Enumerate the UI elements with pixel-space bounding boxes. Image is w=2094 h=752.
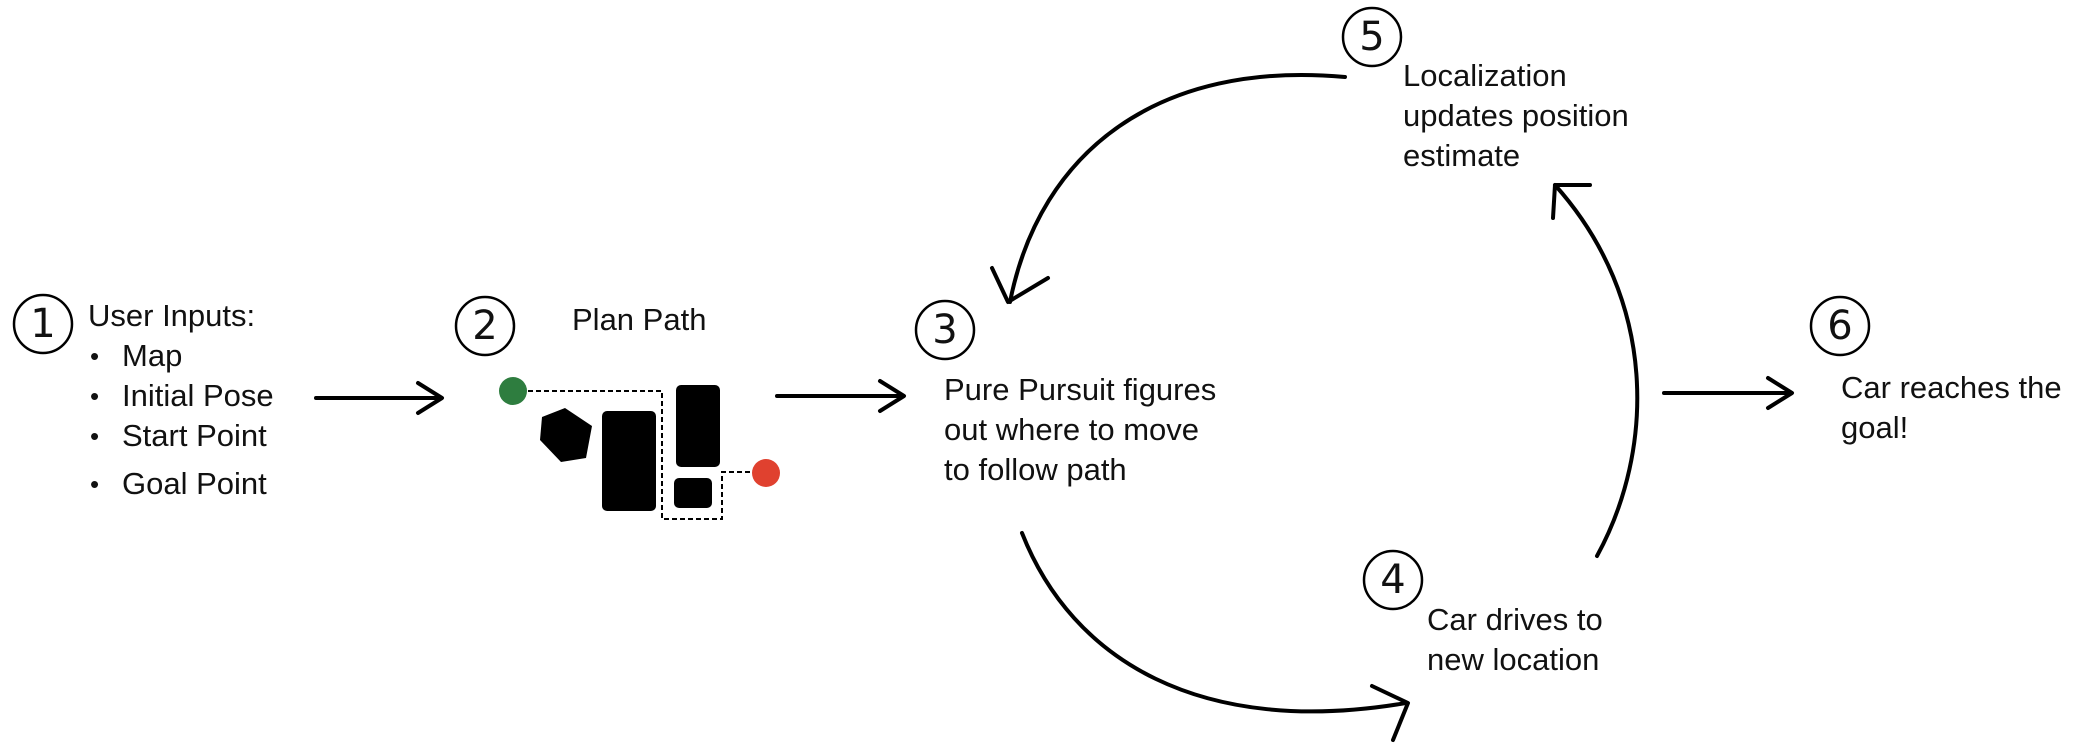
step-1-text: User Inputs: Map Initial Pose Start Poin… (88, 296, 274, 504)
user-inputs-list: Map Initial Pose Start Point Goal Point (88, 336, 274, 504)
svg-text:5: 5 (1359, 14, 1384, 60)
step-5-line-2: updates position (1403, 98, 1629, 133)
arrow-3-to-4 (1020, 531, 1410, 742)
svg-text:1: 1 (30, 301, 55, 347)
arrow-1-to-2 (314, 381, 444, 415)
step-6-badge: 6 (1809, 295, 1871, 357)
bullet-goal-point: Goal Point (88, 464, 274, 504)
step-4-badge: 4 (1362, 549, 1424, 611)
pentagon-obstacle (540, 408, 592, 462)
step-5-badge: 5 (1341, 6, 1403, 68)
arrow-5-to-3 (990, 72, 1347, 304)
bullet-start-point: Start Point (88, 416, 274, 456)
start-point-marker (499, 377, 527, 405)
step-6-line-1: Car reaches the (1841, 370, 2062, 405)
svg-text:2: 2 (472, 303, 497, 349)
step-3-text: Pure Pursuit figures out where to move t… (944, 370, 1216, 490)
tall-obstacle (602, 411, 656, 511)
svg-text:6: 6 (1827, 303, 1852, 349)
step-2-text: Plan Path (572, 302, 707, 337)
step-3-line-2: out where to move (944, 412, 1200, 447)
step-3-badge: 3 (914, 299, 976, 361)
step-5-text: Localization updates position estimate (1403, 56, 1629, 176)
step-1-badge: 1 (12, 293, 74, 355)
svg-text:3: 3 (932, 307, 957, 353)
plan-path-illustration (499, 377, 780, 520)
step-3-line-3: to follow path (944, 452, 1127, 487)
step-4-line-1: Car drives to (1427, 602, 1603, 637)
small-obstacle (674, 478, 712, 508)
arrow-loop-to-6 (1662, 376, 1794, 410)
goal-point-marker (752, 459, 780, 487)
step-5-line-3: estimate (1403, 138, 1521, 173)
arrow-4-to-5 (1551, 183, 1640, 558)
step-3-line-1: Pure Pursuit figures (944, 372, 1217, 407)
svg-text:4: 4 (1380, 557, 1405, 603)
arrow-2-to-3 (775, 379, 906, 413)
step-2-badge: 2 (454, 295, 516, 357)
user-inputs-title: User Inputs: (88, 298, 256, 333)
bullet-map: Map (88, 336, 274, 376)
step-5-line-1: Localization (1403, 58, 1567, 93)
step-4-line-2: new location (1427, 642, 1600, 677)
step-6-text: Car reaches the goal! (1841, 368, 2062, 448)
step-4-text: Car drives to new location (1427, 600, 1603, 680)
step-6-line-2: goal! (1841, 410, 1909, 445)
bullet-initial-pose: Initial Pose (88, 376, 274, 416)
upper-obstacle (676, 385, 720, 467)
planned-path-dashed (512, 390, 762, 520)
